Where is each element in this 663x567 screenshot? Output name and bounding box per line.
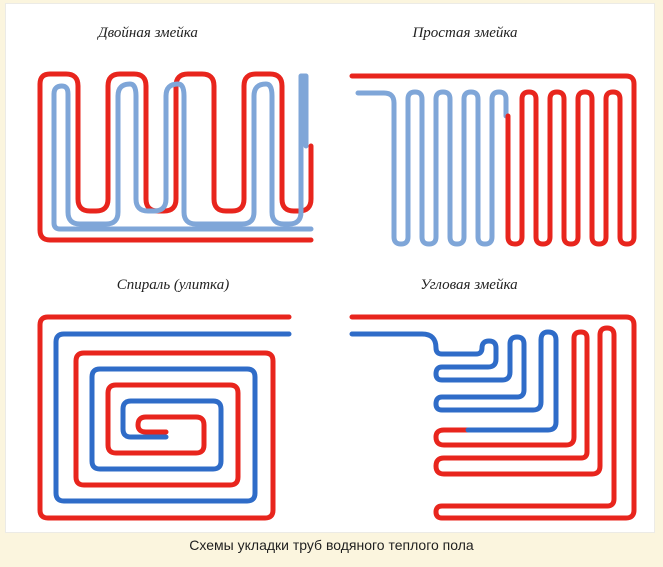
scheme-title-corner-serpentine: Угловая змейка xyxy=(420,277,518,293)
double-serpentine-supply-pipe xyxy=(51,73,314,232)
simple-serpentine-cold-pipe xyxy=(355,89,509,247)
simple-serpentine-hot-pipe xyxy=(349,73,637,247)
figure-caption: Схемы укладки труб водяного теплого пола xyxy=(189,537,474,553)
pipe-layouts xyxy=(37,71,637,521)
double-serpentine-hot-pipe xyxy=(37,71,314,243)
spiral-hot-pipe xyxy=(37,314,292,521)
scheme-title-simple-serpentine: Простая змейка xyxy=(412,25,518,41)
corner-serpentine-return-pipe xyxy=(349,329,559,433)
diagram-figure: Двойная змейка Простая змейка Спираль (у… xyxy=(5,3,655,533)
spiral-return-pipe xyxy=(53,331,292,504)
corner-serpentine-hot-pipe xyxy=(349,314,637,521)
scheme-title-spiral: Спираль (улитка) xyxy=(116,277,230,293)
scheme-title-double-serpentine: Двойная змейка xyxy=(98,25,198,41)
